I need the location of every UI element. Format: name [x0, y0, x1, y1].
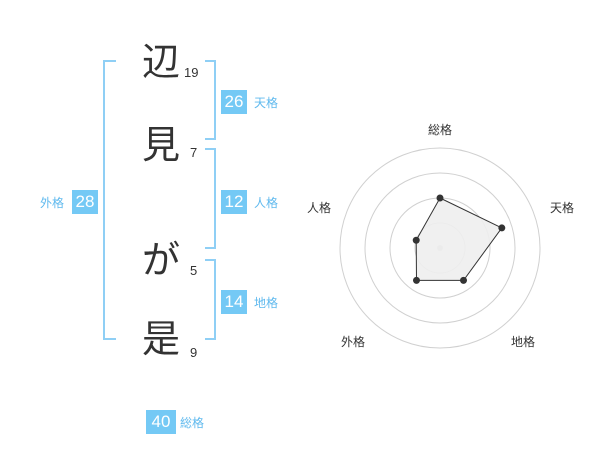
stroke-count-1: 19	[184, 65, 199, 80]
name-char-3: が	[141, 238, 180, 282]
tenkaku-label: 天格	[254, 96, 279, 110]
chikaku-label: 地格	[254, 296, 279, 310]
tenkaku-bracket	[205, 60, 216, 140]
chikaku-value: 14	[221, 290, 247, 314]
stroke-count-2: 7	[190, 145, 198, 160]
radar-area	[415, 197, 503, 281]
radar-label-tenkaku: 天格	[550, 201, 575, 215]
radar-point-3	[460, 276, 468, 284]
radar-label-soukaku: 総格	[428, 123, 453, 137]
name-char-2: 見	[141, 123, 180, 167]
chikaku-bracket	[205, 259, 216, 340]
gaikaku-bracket	[103, 60, 116, 340]
gaikaku-label: 外格	[40, 196, 65, 210]
jinkaku-bracket	[205, 148, 216, 249]
radar-label-gaikaku: 外格	[341, 335, 366, 349]
stroke-count-3: 5	[190, 263, 198, 278]
radar-label-jinkaku: 人格	[307, 201, 332, 215]
name-char-4: 是	[141, 317, 180, 361]
radar-point-4	[412, 276, 420, 284]
soukaku-value: 40	[146, 410, 176, 434]
name-char-1: 辺	[141, 40, 180, 84]
radar-label-chikaku: 地格	[511, 335, 536, 349]
jinkaku-value: 12	[221, 190, 247, 214]
radar-ring-4	[339, 147, 541, 349]
gaikaku-value: 28	[72, 190, 98, 214]
radar-point-1	[436, 194, 444, 202]
tenkaku-value: 26	[221, 90, 247, 114]
radar-point-2	[498, 224, 506, 232]
stroke-count-4: 9	[190, 345, 198, 360]
jinkaku-label: 人格	[254, 196, 279, 210]
radar-ring-3	[364, 172, 516, 324]
radar-point-5	[412, 236, 420, 244]
soukaku-label: 総格	[180, 416, 205, 430]
